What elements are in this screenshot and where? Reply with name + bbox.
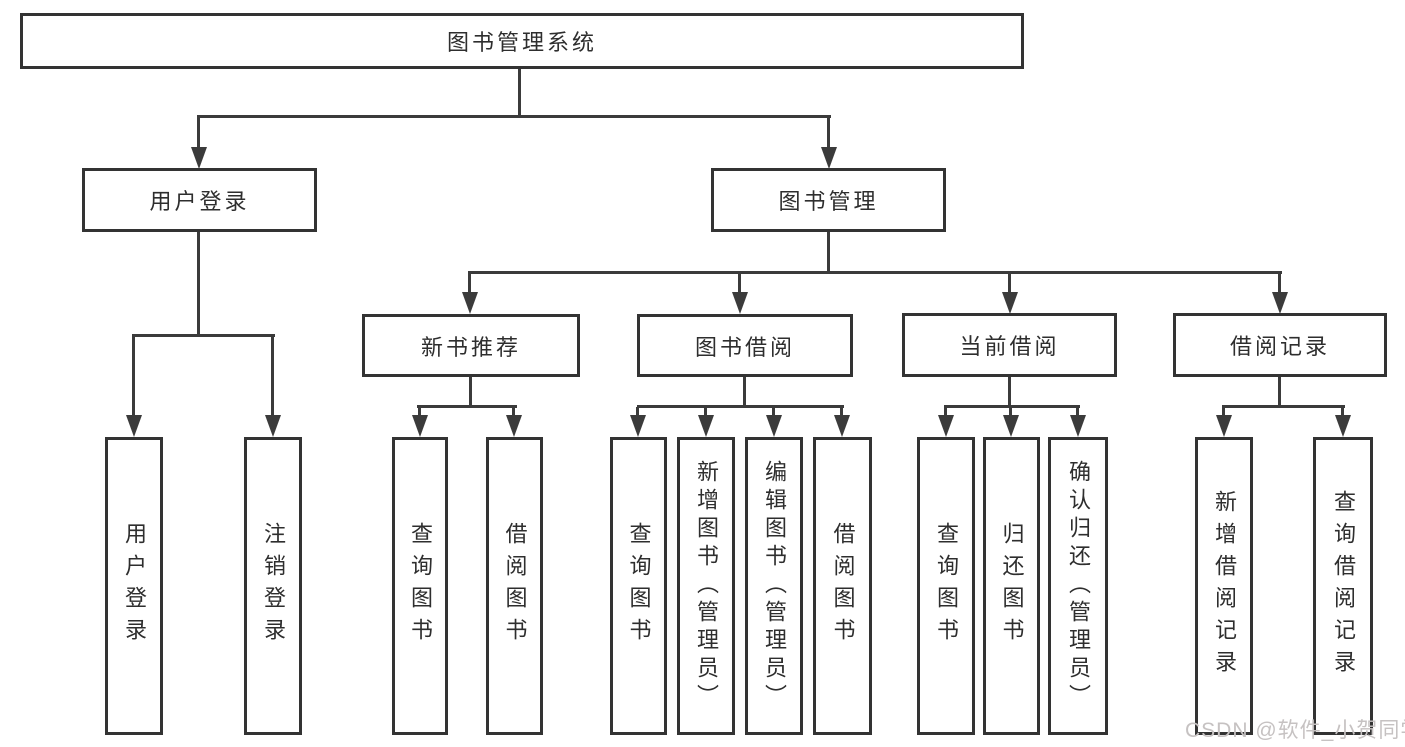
arrowhead-down <box>938 415 954 437</box>
connector-user-branch-horizontal <box>132 334 275 337</box>
arrowhead-down <box>506 415 522 437</box>
arrowhead-down <box>1002 292 1018 314</box>
node-current-borrow: 当前借阅 <box>902 313 1117 377</box>
connector-arrow-line <box>944 407 947 417</box>
connector-level2-horizontal <box>468 271 1282 274</box>
connector-arrow-line <box>468 273 471 295</box>
arrowhead-down <box>126 415 142 437</box>
connector-arrow-line <box>772 407 775 417</box>
connector-arrow-line <box>1222 407 1225 417</box>
node-book-borrow: 图书借阅 <box>637 314 853 377</box>
node-user-login: 用户登录 <box>82 168 317 232</box>
connector-arrow-line <box>512 407 515 417</box>
leaf-logout: 注销登录 <box>244 437 302 735</box>
arrowhead-down <box>1070 415 1086 437</box>
connector-currentborrow-stem <box>1008 377 1011 407</box>
connector-newbook-horizontal <box>417 405 517 408</box>
arrowhead-down <box>698 415 714 437</box>
connector-arrow-line <box>418 407 421 417</box>
connector-newbook-stem <box>469 377 472 407</box>
node-new-book-recommend: 新书推荐 <box>362 314 580 377</box>
node-book-management: 图书管理 <box>711 168 946 232</box>
connector-arrow-line <box>1009 407 1012 417</box>
node-borrow-records: 借阅记录 <box>1173 313 1387 377</box>
node-root: 图书管理系统 <box>20 13 1024 69</box>
arrowhead-down <box>462 292 478 314</box>
arrowhead-down <box>412 415 428 437</box>
arrowhead-down <box>630 415 646 437</box>
connector-bookborrow-stem <box>743 377 746 407</box>
leaf-current-query-books: 查询图书 <box>917 437 975 735</box>
connector-arrow-line <box>636 407 639 417</box>
leaf-current-return-books: 归还图书 <box>983 437 1040 735</box>
arrowhead-down <box>191 147 207 169</box>
connector-arrow-line <box>1341 407 1344 417</box>
arrowhead-down <box>821 147 837 169</box>
connector-user-login-stem <box>197 232 200 337</box>
connector-arrow-user-login-line <box>197 117 200 149</box>
leaf-borrow-edit-book-admin: 编辑图书（管理员） <box>745 437 803 735</box>
leaf-newrec-query-books: 查询图书 <box>392 437 448 735</box>
arrowhead-down <box>766 415 782 437</box>
leaf-borrow-query-books: 查询图书 <box>610 437 667 735</box>
connector-arrow-book-mgmt-line <box>827 117 830 149</box>
connector-records-stem <box>1278 377 1281 407</box>
leaf-current-confirm-return-admin: 确认归还（管理员） <box>1048 437 1108 735</box>
connector-arrow-line <box>840 407 843 417</box>
arrowhead-down <box>1335 415 1351 437</box>
arrowhead-down <box>732 292 748 314</box>
connector-records-horizontal <box>1222 405 1345 408</box>
connector-arrow-line <box>1008 273 1011 295</box>
leaf-borrow-borrow-books: 借阅图书 <box>813 437 872 735</box>
connector-arrow-line <box>1278 273 1281 295</box>
arrowhead-down <box>265 415 281 437</box>
connector-book-mgmt-stem <box>827 232 830 274</box>
arrowhead-down <box>834 415 850 437</box>
leaf-newrec-borrow-books: 借阅图书 <box>486 437 543 735</box>
leaf-records-query-record: 查询借阅记录 <box>1313 437 1373 735</box>
arrowhead-down <box>1272 292 1288 314</box>
connector-root-stem <box>518 69 521 117</box>
arrowhead-down <box>1003 415 1019 437</box>
arrowhead-down <box>1216 415 1232 437</box>
connector-arrow-line <box>132 336 135 416</box>
connector-currentborrow-horizontal <box>944 405 1080 408</box>
connector-level1-horizontal <box>197 115 831 118</box>
leaf-records-add-record: 新增借阅记录 <box>1195 437 1253 735</box>
connector-arrow-line <box>704 407 707 417</box>
leaf-user-login: 用户登录 <box>105 437 163 735</box>
leaf-borrow-add-book-admin: 新增图书（管理员） <box>677 437 735 735</box>
connector-bookborrow-horizontal <box>637 405 844 408</box>
watermark-text: CSDN @软件_小贺同学 <box>1185 719 1405 742</box>
connector-arrow-line <box>738 273 741 295</box>
connector-arrow-line <box>1076 407 1079 417</box>
connector-arrow-line <box>271 336 274 416</box>
